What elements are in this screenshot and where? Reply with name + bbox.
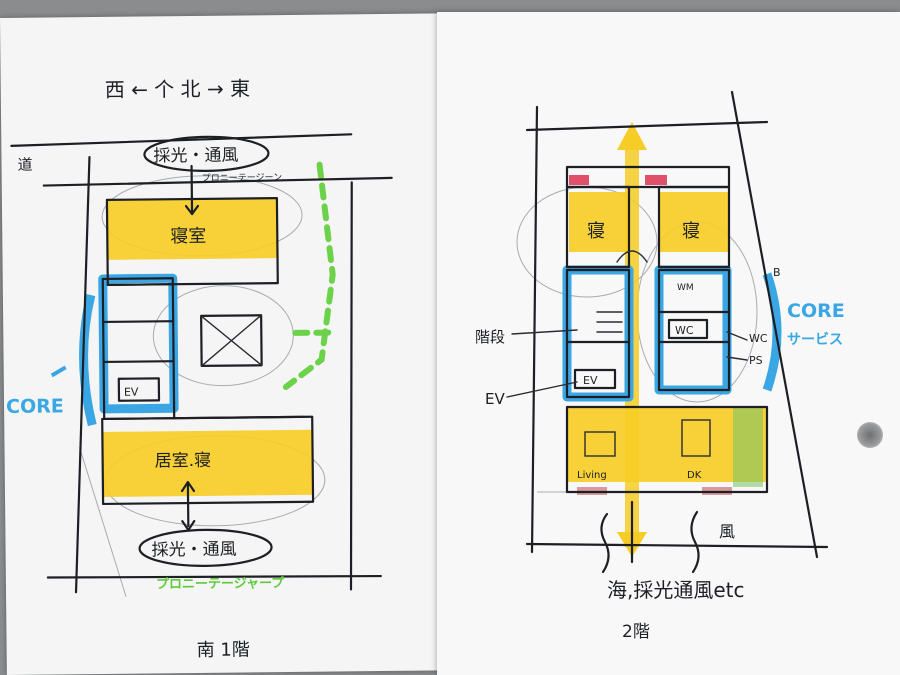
first-floor-sheet: 西 ← 个 北 → 東 道 採光・通風 プロニーテージーン 寝室 EV 居室.寝…: [0, 13, 447, 675]
wm-label: WM: [677, 283, 694, 293]
room-a-label: 寝: [587, 221, 605, 242]
ev-label: EV: [124, 386, 139, 399]
ev-box: [117, 377, 161, 402]
north-note: プロニーテージーン: [202, 172, 282, 184]
south-bubble: [138, 528, 273, 567]
b-label: B: [773, 266, 781, 279]
dk-label: DK: [687, 470, 702, 481]
second-floor-sketch: 寝 寝 階段 EV EV WM WC WC PS B CORE サービス Liv…: [475, 90, 845, 642]
arrow-north: [617, 122, 647, 150]
first-floor-sketch: 西 ← 个 北 → 東 道 採光・通風 プロニーテージーン 寝室 EV 居室.寝…: [6, 76, 393, 661]
stairs-label: 階段: [475, 328, 505, 346]
plan-walls: [101, 197, 315, 506]
wc-label: WC: [749, 332, 768, 345]
green-note: プロニーテージャープ: [156, 576, 285, 592]
living-label: Living: [577, 470, 607, 481]
smudge: [857, 422, 883, 448]
core-label: CORE: [6, 395, 64, 418]
room-top-label: 寝室: [170, 226, 206, 247]
road-label: 道: [17, 156, 32, 174]
room-bottom-label: 居室.寝: [155, 450, 212, 472]
room-top-fill: [106, 198, 278, 260]
sea-note: 海,採光通風etc: [607, 578, 745, 602]
site-boundary: [525, 90, 829, 559]
second-floor-sheet: 寝 寝 階段 EV EV WM WC WC PS B CORE サービス Liv…: [437, 12, 900, 675]
core-label: CORE: [787, 300, 845, 322]
room-b-label: 寝: [682, 221, 700, 242]
wind-label: 風: [719, 522, 735, 541]
service-label: サービス: [787, 332, 843, 348]
site-boundary: [10, 133, 393, 594]
room-bottom-fill: [102, 429, 314, 497]
ps-label: PS: [749, 354, 763, 367]
core-outline: [98, 273, 179, 414]
south-bubble-text: 採光・通風: [151, 540, 236, 561]
compass: 西 ← 个 北 → 東: [105, 76, 251, 102]
wind-path: [282, 161, 336, 391]
floor-label: 2階: [622, 622, 650, 642]
ev-box-label: EV: [583, 374, 598, 387]
north-bubble-text: 採光・通風: [153, 146, 238, 167]
plan-walls: [565, 165, 769, 494]
ev-label: EV: [485, 390, 505, 408]
core-left: [562, 265, 634, 402]
north-bubble: [143, 135, 270, 172]
floor-label: 南 1階: [197, 639, 250, 661]
wc-box-label: WC: [675, 324, 694, 337]
